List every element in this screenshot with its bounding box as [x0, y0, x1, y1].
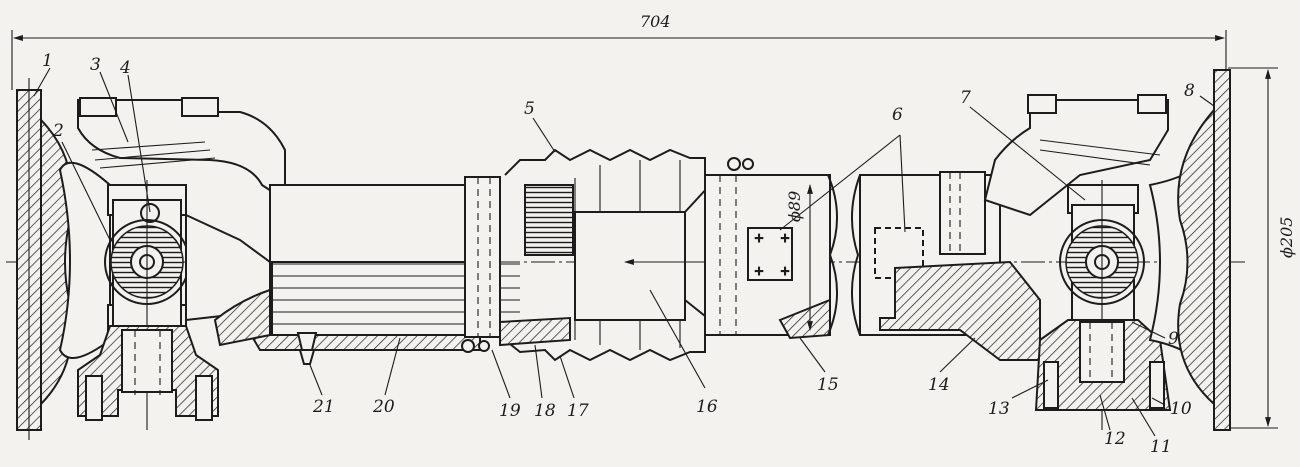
shaft-tube-left-section: + + + + ϕ89	[704, 174, 838, 340]
callout-16: 16	[696, 397, 718, 417]
spline-sleeve	[213, 184, 520, 365]
callout-20: 20	[372, 397, 395, 417]
protective-bellows	[461, 148, 754, 362]
svg-text:+: +	[754, 264, 764, 278]
callout-numbers: 1 2 3 4 5 6 7 8 9 10 11 12 13 14 15 16 1…	[42, 51, 1195, 457]
shaft-tube-right-section	[851, 171, 1041, 361]
callout-4: 4	[119, 58, 131, 78]
callout-12: 12	[1104, 429, 1126, 449]
callout-17: 17	[567, 401, 589, 421]
callout-7: 7	[960, 88, 971, 108]
callout-10: 10	[1170, 399, 1192, 419]
left-universal-joint	[58, 97, 286, 430]
callout-14: 14	[928, 375, 950, 395]
overall-length-text: 704	[640, 12, 671, 31]
tube-diameter-text: ϕ89	[785, 191, 804, 222]
svg-text:+: +	[780, 264, 790, 278]
callout-6: 6	[892, 105, 903, 125]
callout-11: 11	[1150, 437, 1172, 457]
callout-21: 21	[312, 397, 335, 417]
flange-diameter-dimension: ϕ205	[1228, 67, 1296, 429]
grease-nipple	[296, 332, 318, 351]
callout-9: 9	[1168, 329, 1179, 349]
callout-15: 15	[817, 375, 839, 395]
spline-shaft	[574, 184, 831, 321]
right-flange	[1177, 69, 1231, 431]
right-universal-joint	[983, 94, 1213, 430]
callout-18: 18	[534, 401, 556, 421]
svg-text:+: +	[754, 231, 764, 245]
callout-1: 1	[42, 51, 53, 71]
flange-diameter-text: ϕ205	[1277, 217, 1296, 258]
svg-text:+: +	[780, 231, 790, 245]
callout-13: 13	[988, 399, 1010, 419]
callout-19: 19	[499, 401, 521, 421]
callout-5: 5	[524, 99, 535, 119]
overall-length-dimension: 704	[11, 12, 1227, 90]
callout-2: 2	[52, 121, 64, 141]
callout-leaders	[33, 67, 1215, 437]
callout-8: 8	[1184, 81, 1195, 101]
callout-3: 3	[90, 55, 101, 75]
